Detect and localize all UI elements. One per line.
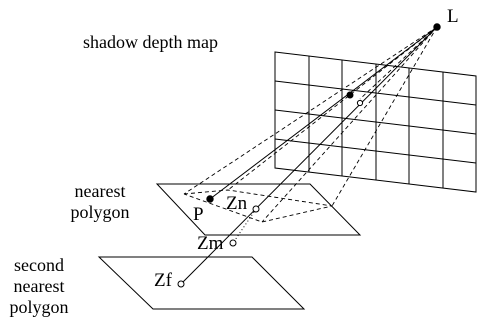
projection-line-5 — [359, 26, 438, 100]
projection-line-1 — [183, 26, 438, 195]
point-p-label: P — [193, 204, 204, 225]
projection-line-2 — [227, 26, 438, 191]
nearest-polygon-label-line-2: polygon — [70, 202, 130, 222]
second-nearest-label-line-1: second — [14, 255, 64, 275]
zm-label: Zm — [197, 233, 224, 254]
second-nearest-polygon — [97, 256, 306, 310]
ray-light-to-p — [209, 26, 438, 200]
nearest-polygon-label-line-1: nearest — [74, 181, 126, 201]
nearest-polygon — [155, 183, 362, 236]
point-zm — [229, 239, 237, 247]
second-nearest-label-line-2: nearest — [13, 276, 65, 296]
nearest-polygon-label: nearest polygon — [60, 181, 140, 223]
zn-label: Zn — [226, 193, 248, 214]
depth-map-label: shadow depth map — [83, 32, 218, 52]
point-p — [206, 195, 214, 203]
zf-label: Zf — [154, 270, 172, 291]
depth-map-sample-filled — [346, 91, 354, 99]
point-zn — [252, 205, 260, 213]
light-label: L — [447, 6, 459, 27]
shadow-footprint — [183, 189, 333, 223]
point-zf — [177, 280, 185, 288]
dotted-zn-zm — [232, 208, 257, 244]
light-source-point — [433, 23, 441, 31]
second-nearest-polygon-label: second nearest polygon — [3, 255, 75, 318]
projection-line-3 — [261, 26, 438, 223]
depth-map-sample-open — [356, 99, 364, 107]
ray-light-to-zf — [180, 26, 438, 285]
second-nearest-label-line-3: polygon — [9, 297, 69, 317]
